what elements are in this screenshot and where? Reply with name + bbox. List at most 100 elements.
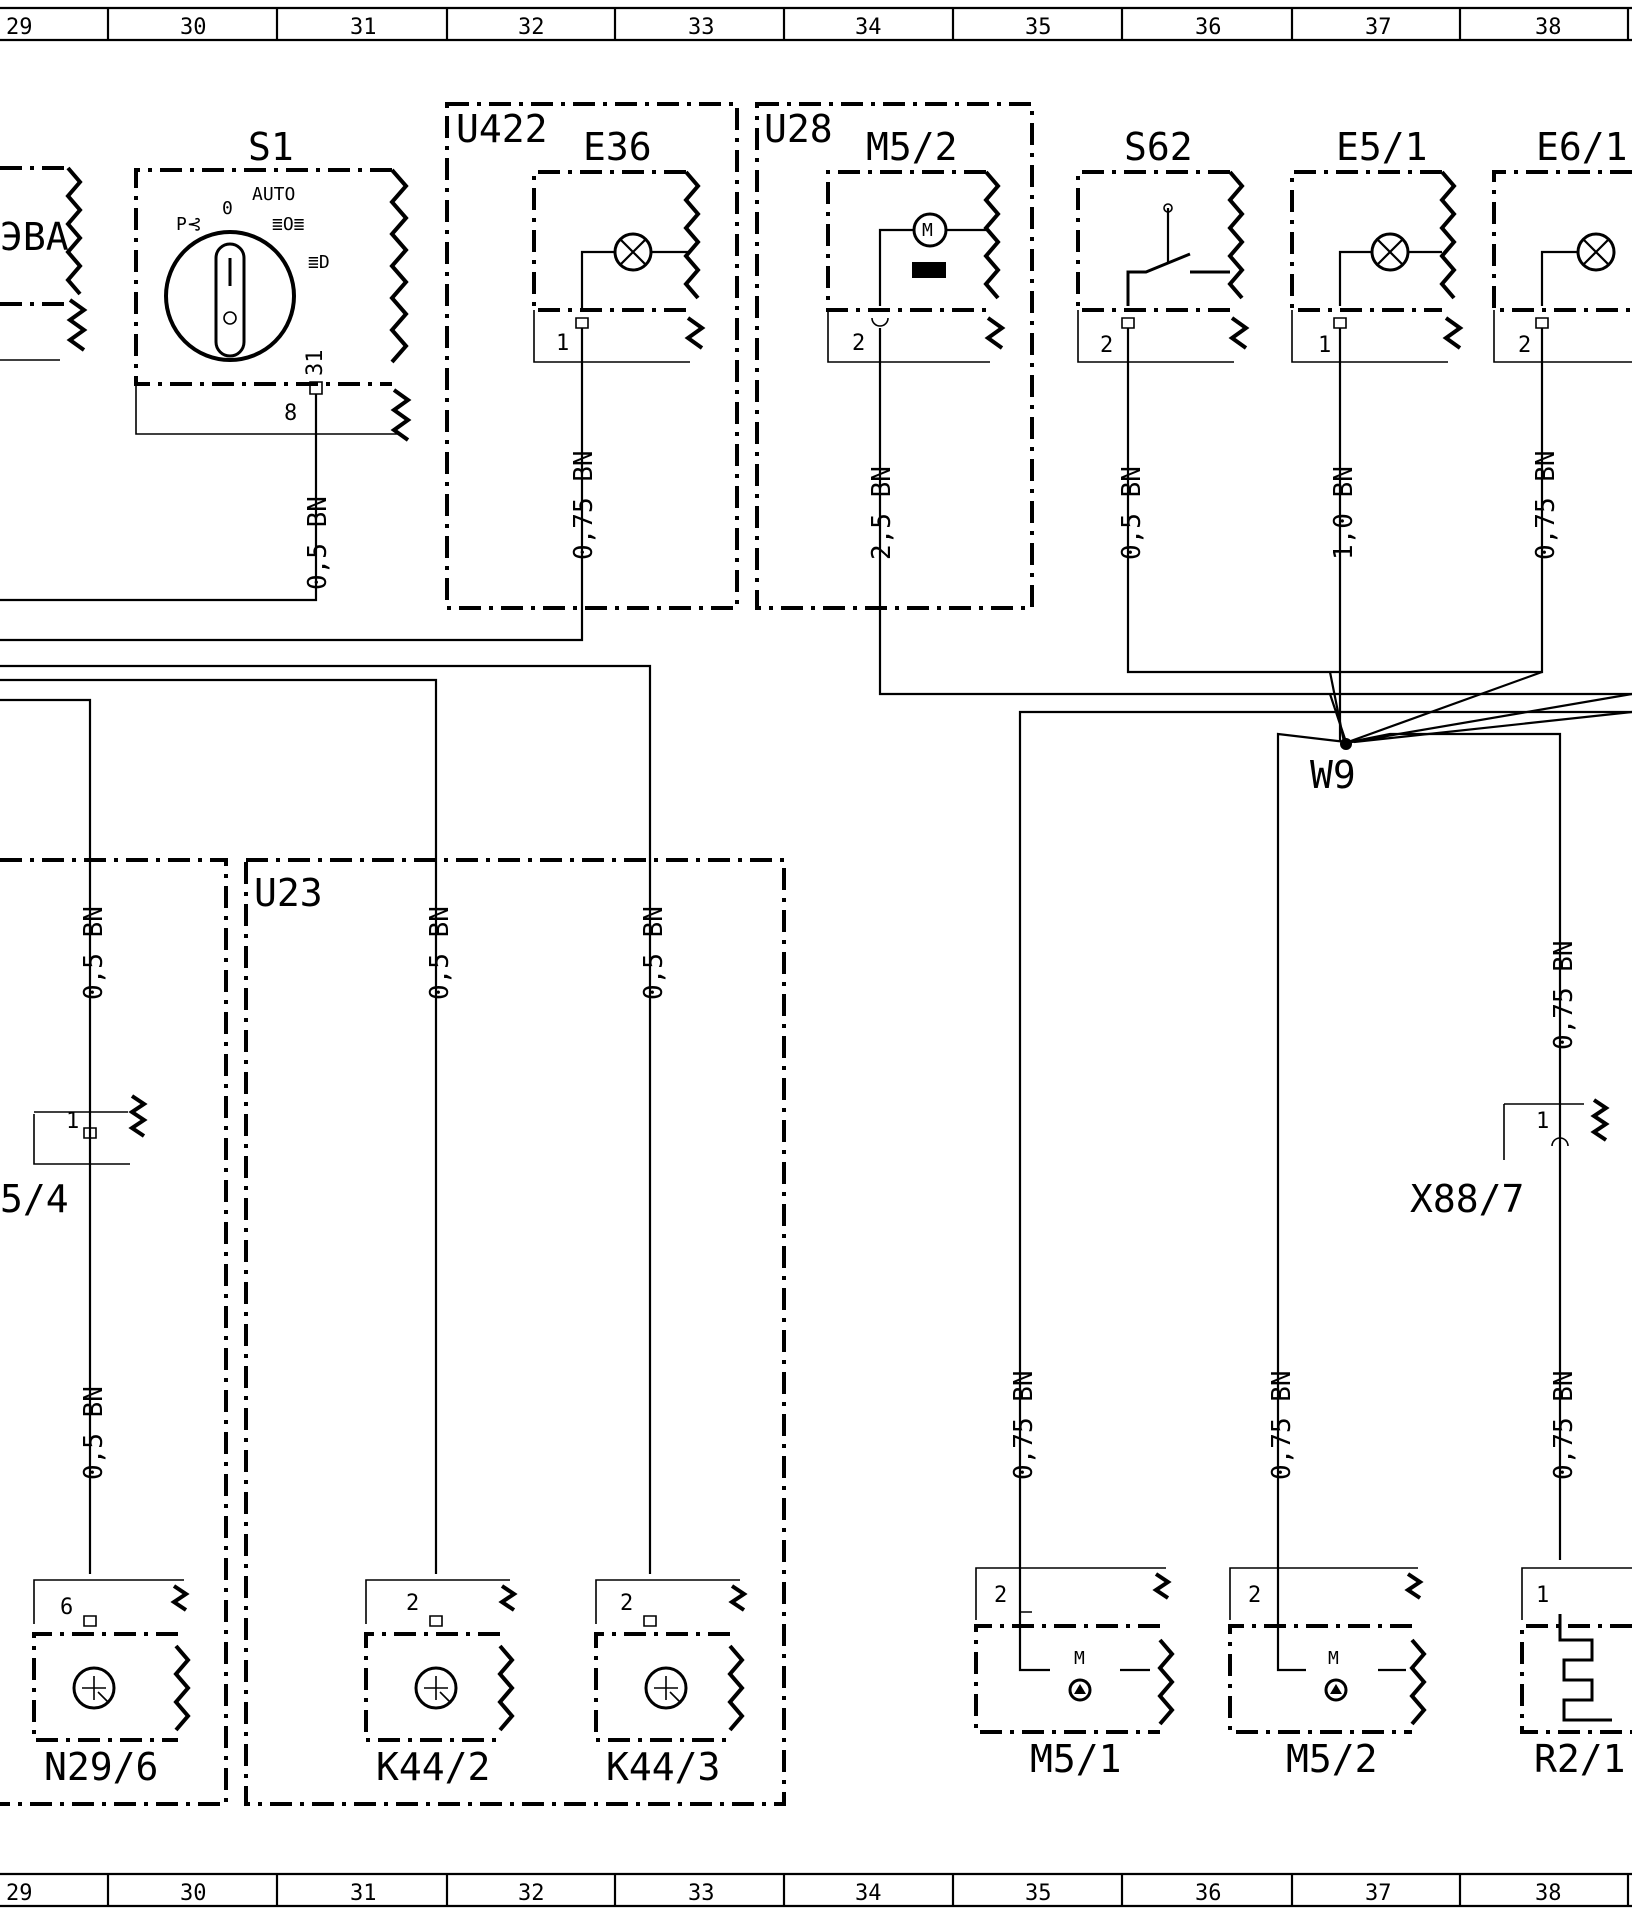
m5-1-wire-label: 0,75 BN (1009, 1370, 1039, 1480)
left-cut-mid-label: 5/4 (0, 1177, 69, 1221)
left-mid-pin: 1 (66, 1109, 79, 1134)
s1-pin-8: 8 (284, 401, 297, 426)
m5-1-pump-icon (1068, 1678, 1092, 1702)
bus-n29-6 (0, 698, 92, 1574)
s62-pin: 2 (1100, 333, 1113, 358)
w9-label: W9 (1310, 753, 1356, 797)
w9-junction-icon (1340, 738, 1352, 750)
m5-2-top-label: M5/2 (866, 125, 958, 169)
grid-col-37: 37 (1365, 15, 1392, 40)
m5-2-bottom-pin: 2 (1248, 1583, 1261, 1608)
fog-light-icon: ≣D (308, 252, 330, 273)
k44-2-wire-label: 0,5 BN (425, 906, 455, 1000)
x88-7-pin: 1 (1536, 1109, 1549, 1134)
component-m5-1: M 2 M5/1 0,75 BN (974, 1370, 1175, 1781)
grid-col-32-bottom: 32 (518, 1881, 545, 1906)
component-k44-2: 2 K44/2 0,5 BN (364, 906, 518, 1789)
m5-2-bottom-pump-icon (1324, 1678, 1348, 1702)
e6-1-pin: 2 (1518, 333, 1531, 358)
component-s62: S62 2 0,5 BN (1076, 125, 1330, 674)
m5-2-bottom-label: M5/2 (1286, 1737, 1378, 1781)
m5-1-motor-m: M (1074, 1648, 1085, 1669)
m5-1-label: M5/1 (1030, 1737, 1122, 1781)
m5-2-top-wire-label: 2,5 BN (867, 466, 897, 560)
r2-1-pin: 1 (1536, 1583, 1549, 1608)
s1-auto-label: AUTO (252, 184, 295, 205)
k44-2-transistor-icon (414, 1666, 458, 1710)
headlight-icon: ≣O≣ (272, 214, 305, 235)
m5-2-pump-icon (912, 262, 946, 278)
rotary-knob-icon (164, 230, 296, 362)
component-e6-1: E6/1 2 0,75 BN (1330, 125, 1632, 674)
s62-wire-label: 0,5 BN (1117, 466, 1147, 560)
component-n29-6: 6 N29/6 (32, 1579, 191, 1789)
left-cut-component: ЭВА (0, 166, 88, 361)
bus-k44-2 (0, 678, 438, 1574)
component-e36: E36 1 0,75 BN (0, 125, 706, 642)
component-s1: S1 P⊰ 0 AUTO ≣O≣ ≣D 31 8 0,5 BN (0, 125, 412, 602)
grid-col-31-bottom: 31 (350, 1881, 377, 1906)
knob-handle-icon (214, 242, 246, 358)
e36-pin: 1 (556, 331, 569, 356)
x88-upper-wire-label: 0,75 BN (1549, 940, 1579, 1050)
grid-col-34: 34 (855, 15, 882, 40)
m5-1-pin: 2 (994, 1583, 1007, 1608)
e5-1-label: E5/1 (1336, 125, 1428, 169)
component-k44-3: 2 K44/3 0,5 BN (594, 906, 748, 1789)
component-m5-2-bottom: M 2 M5/2 0,75 BN (1228, 1370, 1427, 1781)
k44-3-transistor-icon (644, 1666, 688, 1710)
connector-x88-7: 1 X88/7 0,75 BN (1410, 940, 1610, 1221)
component-e5-1: E5/1 1 1,0 BN (1290, 125, 1464, 734)
left-cut-top-label: ЭВА (0, 215, 69, 259)
s62-contact-icon (1126, 252, 1230, 306)
grid-col-32: 32 (518, 15, 545, 40)
grid-col-31: 31 (350, 15, 377, 40)
k44-3-pin: 2 (620, 1591, 633, 1616)
grid-col-35: 35 (1025, 15, 1052, 40)
grid-col-36-bottom: 36 (1195, 1881, 1222, 1906)
s62-label: S62 (1124, 125, 1193, 169)
m5-2-motor-m: M (922, 220, 933, 241)
grid-col-33: 33 (688, 15, 715, 40)
group-box-u422 (445, 102, 739, 610)
group-label-u28: U28 (764, 107, 833, 151)
left-lower-wire-label: 0,5 BN (79, 1386, 109, 1480)
e5-1-wire-label: 1,0 BN (1329, 466, 1359, 560)
grid-col-30: 30 (180, 15, 207, 40)
bus-k44-3 (0, 664, 652, 1574)
e6-1-label: E6/1 (1536, 125, 1628, 169)
n29-6-pin: 6 (60, 1595, 73, 1620)
group-label-u23: U23 (254, 871, 323, 915)
grid-col-36: 36 (1195, 15, 1222, 40)
group-label-u422: U422 (456, 107, 548, 151)
r2-1-label: R2/1 (1534, 1737, 1626, 1781)
k44-2-label: K44/2 (376, 1745, 490, 1789)
k44-2-pin: 2 (406, 1591, 419, 1616)
bottom-grid-strip: 29 30 31 32 33 34 35 36 37 38 (0, 1872, 1632, 1908)
e36-label: E36 (583, 125, 652, 169)
grid-col-33-bottom: 33 (688, 1881, 715, 1906)
ground-point-w9: W9 (1018, 670, 1632, 1620)
component-r2-1: 1 R2/1 0,75 BN (1520, 1370, 1632, 1781)
m5-2-bottom-wire-label: 0,75 BN (1267, 1370, 1297, 1480)
r2-1-wire-label: 0,75 BN (1549, 1370, 1579, 1480)
s1-off-label: 0 (222, 198, 233, 219)
e36-wire-label: 0,75 BN (569, 450, 599, 560)
s1-pin-31: 31 (303, 350, 328, 377)
e6-1-wire-label: 0,75 BN (1531, 450, 1561, 560)
grid-col-29-bottom: 29 (6, 1881, 33, 1906)
parking-light-icon: P⊰ (176, 214, 202, 235)
grid-col-30-bottom: 30 (180, 1881, 207, 1906)
top-grid-strip: 29 30 31 32 33 34 35 36 37 38 (0, 6, 1632, 42)
grid-col-38: 38 (1535, 15, 1562, 40)
s1-label: S1 (248, 125, 294, 169)
x88-7-label: X88/7 (1410, 1177, 1524, 1221)
r2-1-heater-icon (1558, 1614, 1612, 1722)
m5-2-top-pin: 2 (852, 331, 865, 356)
left-upper-wire-label: 0,5 BN (79, 906, 109, 1000)
n29-6-label: N29/6 (44, 1745, 158, 1789)
k44-3-wire-label: 0,5 BN (639, 906, 669, 1000)
m5-2-bottom-motor-m: M (1328, 1648, 1339, 1669)
component-m5-2-top: M5/2 M 2 2,5 BN (826, 125, 1330, 696)
